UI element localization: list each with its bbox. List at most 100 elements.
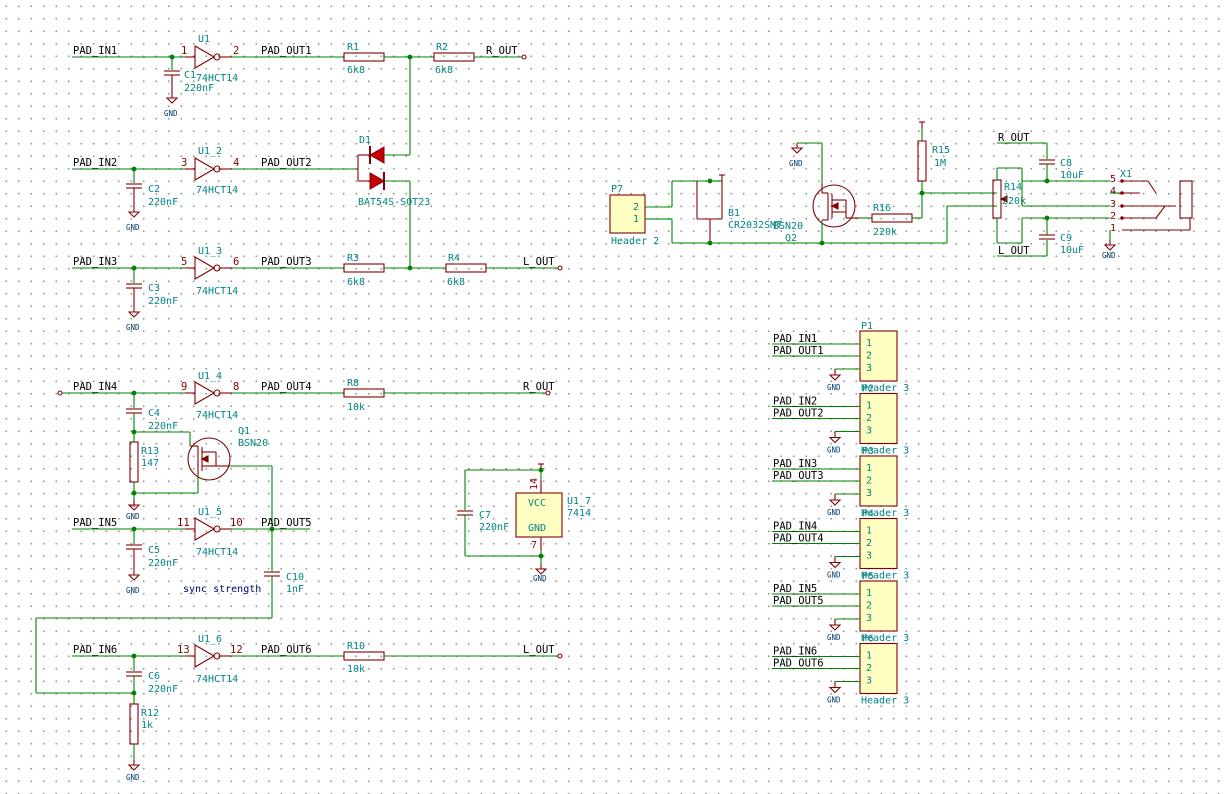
u1-2-value: 74HCT14: [196, 185, 238, 196]
inverter-u1-2[interactable]: 3 4 U1_2 74HCT14: [181, 146, 239, 196]
c3-value: 220nF: [148, 296, 178, 307]
header-body: [859, 392, 898, 445]
resistor-r3[interactable]: R3 6k8: [343, 253, 385, 288]
resistor-r15[interactable]: R15 1M: [917, 140, 950, 182]
c6-value: 220nF: [148, 684, 178, 695]
u1-value: 74HCT14: [196, 73, 238, 84]
gnd-label: GND: [827, 696, 841, 705]
resistor-r4[interactable]: R4 6k8: [445, 253, 487, 288]
net-label-pad-in4[interactable]: PAD_IN4: [73, 381, 117, 393]
net-label-pad-out1: PAD_OUT1: [773, 345, 824, 357]
header-body: [859, 455, 898, 507]
header-p7[interactable]: 2 1 P7 Header 2: [609, 184, 659, 247]
net-label-r-out[interactable]: R_OUT: [486, 45, 518, 57]
capacitor-c8[interactable]: C8 10uF: [1039, 158, 1084, 181]
u1-6-pin-in: 13: [177, 644, 190, 656]
d1-value: BAT54S-SOT23: [358, 197, 430, 208]
channel-6: PAD_IN6 C6 220nF R12 1k GND 13 12 U1_6 7…: [72, 634, 563, 782]
capacitor-c9[interactable]: C9 10uF: [1039, 233, 1084, 256]
resistor-r16[interactable]: R16 220k: [871, 203, 913, 238]
ground-symbol: [128, 306, 140, 318]
header-ref: P3: [862, 446, 874, 457]
c7-ref: C7: [479, 510, 491, 521]
net-label-pad-out5[interactable]: PAD_OUT5: [261, 517, 312, 529]
header-pin-1: 1: [866, 588, 872, 599]
net-label-pad-in1[interactable]: PAD_IN1: [73, 45, 117, 57]
inverter-u1[interactable]: 1 2 U1 74HCT14: [181, 34, 239, 84]
capacitor-c3[interactable]: C3 220nF: [126, 283, 178, 307]
net-label-l-out[interactable]: L_OUT: [523, 644, 555, 656]
capacitor-c10[interactable]: C10 1nF: [264, 571, 304, 595]
net-label-pad-in5[interactable]: PAD_IN5: [73, 517, 117, 529]
net-label-pad-in6[interactable]: PAD_IN6: [73, 644, 117, 656]
gnd-label: GND: [1102, 251, 1116, 260]
resistor-r12[interactable]: R12 1k: [129, 703, 159, 745]
x1-pin-5: 5: [1110, 174, 1116, 185]
capacitor-c5[interactable]: C5 220nF: [126, 544, 178, 570]
inverter-u1-3[interactable]: 5 6 U1_3 74HCT14: [181, 246, 239, 297]
ic-u1-7[interactable]: VCC GND 14 7 U1_7 7414: [515, 478, 591, 551]
net-label-r-out[interactable]: R_OUT: [523, 381, 555, 393]
r3-ref: R3: [347, 253, 359, 264]
ground-symbol: [535, 563, 547, 575]
c1-ref: C1: [184, 70, 196, 81]
capacitor-c1[interactable]: C1 220nF: [164, 70, 214, 94]
inverter-u1-5[interactable]: 11 10 U1_5 74HCT14: [177, 507, 243, 558]
ground-symbol: [166, 92, 178, 104]
u1-5-pin-out: 10: [230, 517, 243, 529]
gnd-label: GND: [126, 586, 140, 595]
net-label-pad-out3[interactable]: PAD_OUT3: [261, 256, 312, 268]
c9-ref: C9: [1060, 233, 1072, 244]
net-label-pad-out4[interactable]: PAD_OUT4: [261, 381, 312, 393]
inverter-u1-6[interactable]: 13 12 U1_6 74HCT14: [177, 634, 243, 685]
net-label-r-out[interactable]: R_OUT: [998, 132, 1030, 144]
resistor-r1[interactable]: R1 6k8: [343, 42, 385, 76]
header-ref: P2: [862, 384, 874, 395]
mosfet-q1[interactable]: Q1 BSN20: [187, 426, 268, 481]
u1-pin-out: 2: [233, 45, 239, 57]
u1-2-pin-out: 4: [233, 157, 239, 169]
resistor-r10[interactable]: R10 10k: [343, 641, 385, 675]
capacitor-c2[interactable]: C2 220nF: [126, 183, 178, 208]
battery-b1[interactable]: B1 CR2032SMT: [696, 181, 782, 243]
resistor-r13[interactable]: R13 147: [129, 441, 159, 483]
ground-symbol: [791, 142, 803, 154]
u1-7-vcc: VCC: [528, 498, 546, 509]
r16-value: 220k: [873, 227, 897, 238]
net-label-pad-in2: PAD_IN2: [773, 396, 817, 408]
mosfet-q2[interactable]: Q2 BSN20: [773, 184, 860, 244]
net-label-pad-out1[interactable]: PAD_OUT1: [261, 45, 312, 57]
gnd-label: GND: [827, 571, 841, 580]
header-value: Header 3: [861, 446, 909, 457]
inverter-u1-4[interactable]: 9 8 U1_4 74HCT14: [181, 371, 239, 421]
header-value: Header 3: [861, 696, 909, 707]
u1-4-value: 74HCT14: [196, 410, 238, 421]
u1-7-gnd: GND: [528, 523, 546, 534]
net-label-pad-in3[interactable]: PAD_IN3: [73, 256, 117, 268]
resistor-r8[interactable]: R8 10k: [343, 378, 385, 413]
net-label-pad-out2[interactable]: PAD_OUT2: [261, 157, 312, 169]
u1-3-pin-out: 6: [233, 256, 239, 268]
header-pin-1: 1: [866, 338, 872, 349]
audio-jack-x1[interactable]: X1 5 4 3 2 1: [1110, 169, 1193, 234]
potentiometer-r14[interactable]: R14 220k: [992, 179, 1026, 219]
diode-d1[interactable]: D1 BAT54S-SOT23: [357, 135, 430, 208]
u1-3-pin-in: 5: [181, 256, 187, 268]
net-label-l-out[interactable]: L_OUT: [523, 256, 555, 268]
resistor-r2[interactable]: R2 6k8: [433, 42, 475, 76]
header-body: [859, 580, 898, 632]
header-pin-2: 2: [866, 476, 872, 487]
net-label-pad-in2[interactable]: PAD_IN2: [73, 157, 117, 169]
net-label-l-out[interactable]: L_OUT: [998, 245, 1030, 257]
net-label-pad-out5: PAD_OUT5: [773, 595, 824, 607]
gnd-label: GND: [827, 508, 841, 517]
x1-pin-2: 2: [1110, 211, 1116, 222]
net-label-pad-out6[interactable]: PAD_OUT6: [261, 644, 312, 656]
header-pin-3: 3: [866, 551, 872, 562]
